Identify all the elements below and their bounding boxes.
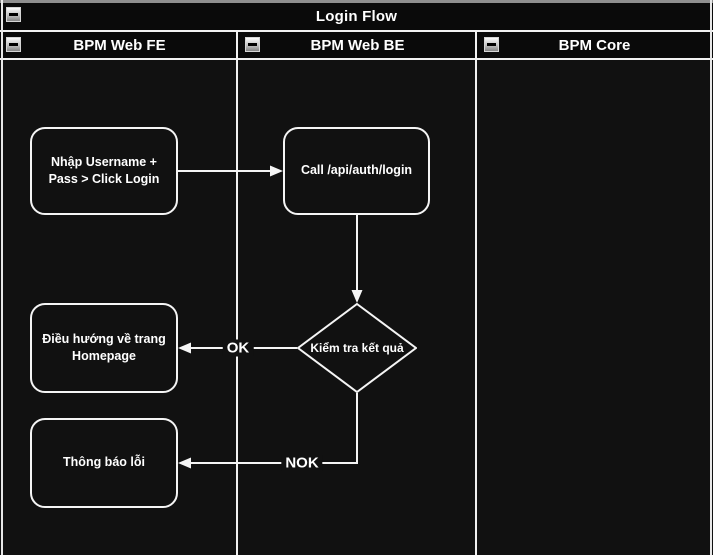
pool-title-divider <box>0 30 713 32</box>
node-show-error[interactable]: Thông báo lỗi <box>30 418 178 508</box>
minus-icon <box>248 43 257 46</box>
minus-icon <box>9 43 18 46</box>
lane-header-bpm-core[interactable]: BPM Core <box>558 36 631 54</box>
pool-left-border <box>1 0 3 555</box>
node-enter-credentials[interactable]: Nhập Username + Pass > Click Login <box>30 127 178 215</box>
lane-header-divider <box>0 58 713 60</box>
pool-right-border <box>710 0 712 555</box>
node-label: Call /api/auth/login <box>300 163 413 178</box>
minus-icon <box>487 43 496 46</box>
edge-label-ok[interactable]: OK <box>222 339 254 357</box>
diamond-shape <box>297 303 417 393</box>
node-label: Thông báo lỗi <box>63 455 145 470</box>
node-label: Nhập Username + Pass > Click Login <box>48 154 160 187</box>
node-label: Điều hướng về trang Homepage <box>42 331 166 364</box>
pool-collapse-button[interactable] <box>6 7 21 22</box>
lane-header-row: BPM Web FE BPM Web BE BPM Core <box>0 32 713 58</box>
node-go-homepage[interactable]: Điều hướng về trang Homepage <box>30 303 178 393</box>
lane-header-bpm-web-fe[interactable]: BPM Web FE <box>73 36 166 54</box>
lane-header-bpm-web-be[interactable]: BPM Web BE <box>310 36 405 54</box>
pool-title: Login Flow <box>315 8 398 25</box>
lane-core-collapse-button[interactable] <box>484 37 499 52</box>
edge-label-nok[interactable]: NOK <box>281 454 323 472</box>
window-top-edge <box>0 0 713 3</box>
pool-header[interactable]: Login Flow <box>0 3 713 30</box>
lane-fe-collapse-button[interactable] <box>6 37 21 52</box>
lane-divider-1 <box>236 30 238 555</box>
minus-icon <box>9 13 18 16</box>
node-call-login-api[interactable]: Call /api/auth/login <box>283 127 430 215</box>
node-check-result[interactable]: Kiểm tra kết quả <box>297 303 417 393</box>
lane-divider-2 <box>475 30 477 555</box>
lane-be-collapse-button[interactable] <box>245 37 260 52</box>
node-label: Kiểm tra kết quả <box>310 341 404 355</box>
